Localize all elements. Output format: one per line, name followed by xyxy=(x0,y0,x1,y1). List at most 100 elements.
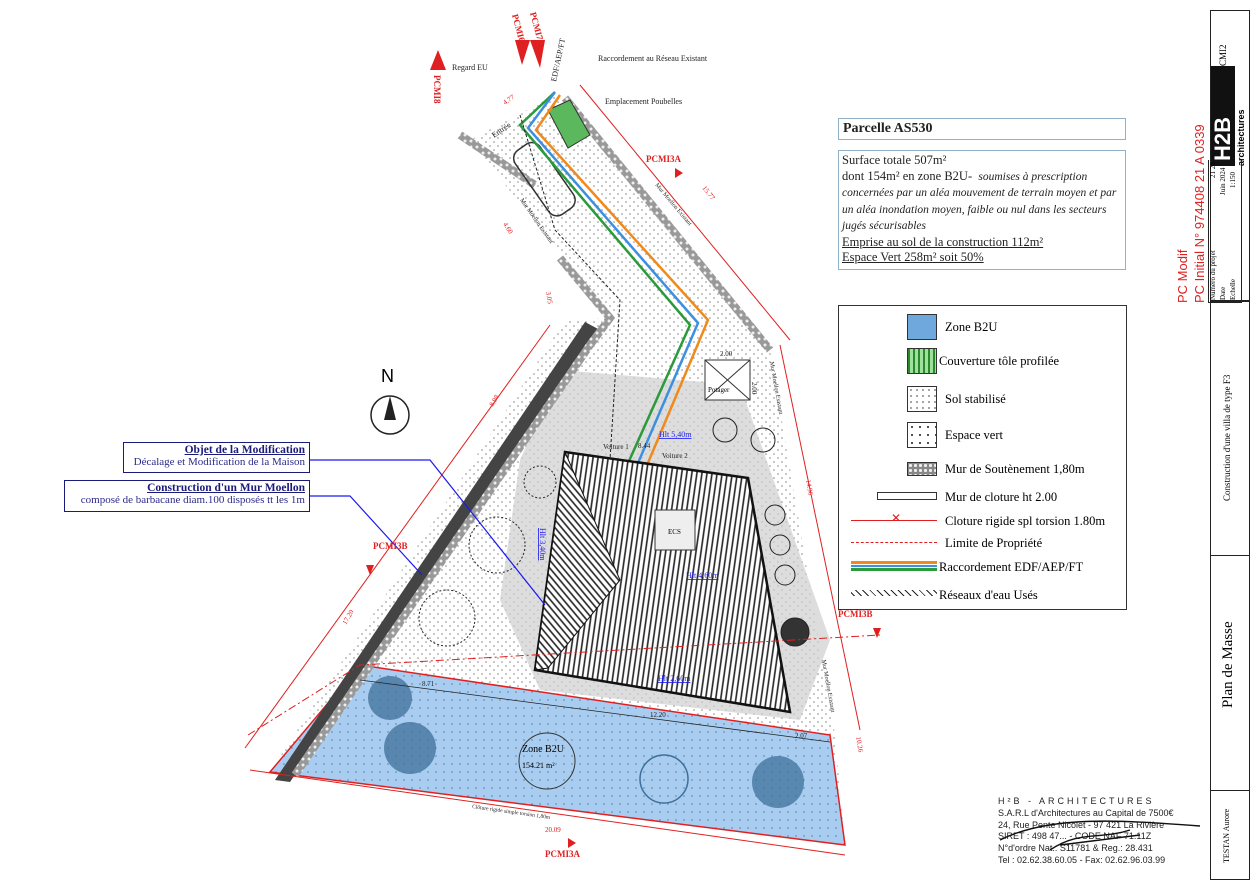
client-name: TESTAN Aurore xyxy=(1222,808,1231,863)
dim-12: 2.07 xyxy=(795,732,808,740)
title-block-header: PCMI2 H2B architectures xyxy=(1210,10,1250,302)
modification-leader xyxy=(310,459,546,606)
cut-label-pcmi7: PCMI7 xyxy=(528,11,545,42)
dots-swatch xyxy=(907,386,937,412)
cut-arrow-pcmi3a-top xyxy=(675,168,683,178)
legend-label: Sol stabilisé xyxy=(945,392,1006,406)
legend-label: Espace vert xyxy=(945,428,1003,442)
ecs-label: ECS xyxy=(668,528,681,536)
pc-modif-label: PC Modif xyxy=(1175,249,1190,303)
dimension-line xyxy=(779,344,861,731)
logo-mark: H2B xyxy=(1210,116,1235,161)
red-line-swatch xyxy=(851,520,937,521)
stamp-line: N°d'ordre Nat.: S11781 & Reg.: 28.431 xyxy=(998,843,1153,854)
zone-b2u-marker xyxy=(518,732,576,790)
scale-label: Echelle xyxy=(1229,279,1237,300)
project-label: Numéro du projet xyxy=(1209,250,1217,300)
blue-fill-swatch xyxy=(907,314,937,340)
emprise-text: Emprise au sol de la construction 112m² xyxy=(842,234,1044,249)
cut-label-pcmi6: PCMI6 xyxy=(510,13,527,44)
wall-leader xyxy=(310,495,423,576)
house-roof-hip xyxy=(534,450,621,671)
legend-item-mur-cloture: Mur de cloture ht 2.00 xyxy=(839,484,1126,514)
cut-arrow-pcmi3b-left xyxy=(366,565,374,575)
legend-label: Mur de cloture ht 2.00 xyxy=(945,490,1058,504)
dim-13: 2.00 xyxy=(720,350,733,358)
dim-8: 10.26 xyxy=(854,736,865,753)
b2u-trees xyxy=(368,676,804,808)
legend-item-cloture-rigide: ✕Cloture rigide spl torsion 1.80m xyxy=(839,508,1126,538)
legend: Zone B2U Couverture tôle profilée Sol st… xyxy=(838,305,1127,610)
cut-label-pcmi3a-top: PCMI3A xyxy=(646,154,681,164)
project-info-table: Numéro du projet 21 20 Date Juin 2024 Ec… xyxy=(1208,160,1242,303)
zone-prefix: dont 154m² en zone B2U- xyxy=(842,168,973,183)
dash-line-swatch xyxy=(851,542,937,543)
legend-item-sol-stabilise: Sol stabilisé xyxy=(839,386,1126,416)
grass-swatch xyxy=(907,422,937,448)
h2b-logo xyxy=(1211,66,1235,166)
x-mark-icon: ✕ xyxy=(891,511,902,525)
dim-9: 20.09 xyxy=(545,826,561,834)
modification-title: Objet de la Modification xyxy=(184,444,305,456)
dim-7: 14.96 xyxy=(804,479,815,496)
architect-stamp: H²B - ARCHITECTURES S.A.R.L d'Architectu… xyxy=(998,796,1174,867)
project-value: 21 20 xyxy=(1209,162,1217,178)
retaining-wall xyxy=(275,322,600,782)
stamp-line: Tel : 02.62.38.60.05 - Fax: 02.62.96.03.… xyxy=(998,854,1166,865)
legend-item-zone-b2u: Zone B2U xyxy=(839,314,1126,344)
trees xyxy=(418,417,810,647)
cut-arrow-pcmi7 xyxy=(530,40,545,68)
stone-wall xyxy=(291,255,616,778)
scale-value: 1:150 xyxy=(1229,172,1237,188)
stamp-line: 24, Rue Pente Nicolet - 97 421 La Rivièr… xyxy=(998,819,1165,830)
dim-15: 8.44 xyxy=(638,442,651,450)
trash-area xyxy=(547,99,591,149)
utility-line-orange xyxy=(534,94,710,471)
utility-line-green xyxy=(518,91,692,471)
poubelles-label: Emplacement Poubelles xyxy=(605,97,682,106)
drawing-name: Plan de Masse xyxy=(1220,621,1236,708)
date-value: Juin 2024 xyxy=(1219,167,1227,195)
dimension-line xyxy=(579,84,791,341)
dimension-line xyxy=(249,769,846,856)
dim-3: 4.60 xyxy=(501,221,515,236)
dim-4: 3.05 xyxy=(544,291,554,305)
wastewater-line xyxy=(519,114,621,461)
stamp-line: S.A.R.L d'Architectures au Capital de 75… xyxy=(998,807,1174,818)
network-lines-swatch xyxy=(851,561,937,571)
modification-note: Objet de la Modification Décalage et Mod… xyxy=(123,442,310,473)
zigzag-swatch xyxy=(851,590,937,596)
green-stripes-swatch xyxy=(907,348,937,374)
dimension-line xyxy=(244,324,551,749)
stone-wall-top xyxy=(457,131,538,189)
north-label: N xyxy=(381,366,394,386)
legend-label: Raccordement EDF/AEP/FT xyxy=(939,560,1084,574)
dim-1: 4.77 xyxy=(502,93,517,107)
project-name-cell: Construction d'une villa de type F3 xyxy=(1210,300,1250,556)
property-limit xyxy=(247,634,881,736)
legend-label: Zone B2U xyxy=(945,320,998,334)
dimension-line xyxy=(359,679,831,743)
potager-label: Potager xyxy=(708,386,730,394)
drawing-name-cell: Plan de Masse xyxy=(1210,555,1250,791)
north-arrow-icon xyxy=(370,395,410,435)
cut-arrow-pcmi3a-bottom xyxy=(568,838,576,848)
surface-text: Surface totale 507m² xyxy=(842,153,947,167)
cut-arrow-pcmi6 xyxy=(515,40,530,65)
tree-outline xyxy=(639,754,689,804)
legend-item-couverture: Couverture tôle profilée xyxy=(839,348,1126,378)
reseaux-tag: EDF/AEP/FT xyxy=(549,37,567,82)
voiture1-label: Voiture 1 xyxy=(603,443,629,451)
outline-bar-swatch xyxy=(877,492,937,500)
wall-title: Construction d'un Mur Moellon xyxy=(147,482,305,494)
cut-label-pcmi3b-right: PCMI3B xyxy=(838,609,873,619)
project-name: Construction d'une villa de type F3 xyxy=(1222,374,1232,501)
raccordement-label: Raccordement au Réseau Existant xyxy=(598,54,708,63)
ecs-block xyxy=(654,509,696,551)
stamp-line: SIRET : 498 47... - CODE NAF 71.11Z xyxy=(998,831,1152,842)
stamp-line: H²B - ARCHITECTURES xyxy=(998,796,1155,806)
voiture2-label: Voiture 2 xyxy=(662,452,688,460)
dim-2: 15.77 xyxy=(700,184,716,202)
parcel-title: Parcelle AS530 xyxy=(838,118,1126,140)
